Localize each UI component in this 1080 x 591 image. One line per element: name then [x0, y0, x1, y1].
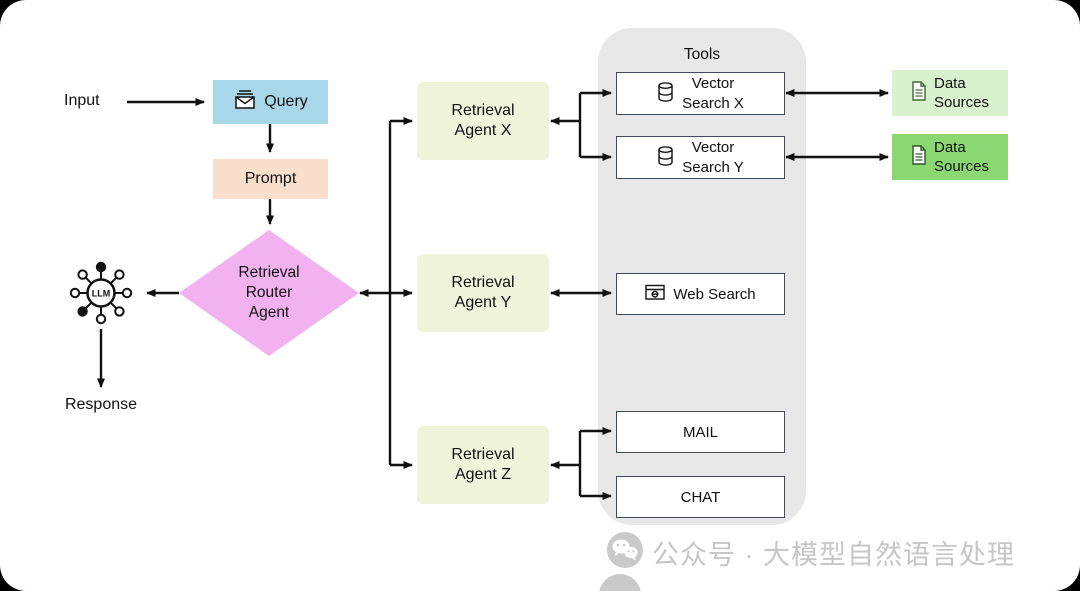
retrieval-agent-x-node: Retrieval Agent X: [417, 82, 549, 160]
data-sources-label: Data Sources: [933, 138, 990, 175]
web-search-label: Web Search: [673, 285, 756, 303]
llm-icon: LLM: [69, 261, 133, 325]
prompt-label: Prompt: [244, 170, 297, 187]
mail-label: MAIL: [682, 423, 718, 441]
email-read-icon: [233, 89, 257, 115]
query-node: Query: [213, 80, 328, 124]
response-label: Response: [64, 396, 138, 413]
chat-label: CHAT: [680, 488, 721, 506]
retrieval-agent-y-label: Retrieval Agent Y: [451, 273, 515, 311]
vector-search-y-label: Vector Search Y: [682, 139, 744, 176]
prompt-node: Prompt: [213, 159, 328, 199]
vector-search-y-node: Vector Search Y: [616, 136, 785, 179]
retrieval-agent-y-node: Retrieval Agent Y: [417, 254, 549, 332]
data-sources-node-2: Data Sources: [892, 134, 1008, 180]
web-search-node: Web Search: [616, 273, 785, 315]
chat-node: CHAT: [616, 476, 785, 518]
vector-search-x-node: Vector Search X: [616, 72, 785, 115]
vector-search-x-label: Vector Search X: [682, 75, 744, 112]
document-icon: [911, 81, 927, 105]
retrieval-router-agent-node: Retrieval Router Agent: [179, 230, 359, 356]
retrieval-agent-x-label: Retrieval Agent X: [451, 101, 515, 139]
watermark-partial-circle: [599, 574, 641, 591]
database-icon: [657, 81, 674, 106]
document-icon: [911, 145, 927, 169]
wechat-icon: [606, 531, 644, 569]
retrieval-agent-z-label: Retrieval Agent Z: [451, 445, 515, 483]
data-sources-label: Data Sources: [933, 74, 990, 111]
mail-node: MAIL: [616, 411, 785, 453]
database-icon: [657, 145, 674, 170]
tools-panel-title: Tools: [683, 46, 721, 63]
input-label: Input: [64, 92, 100, 109]
browser-window-icon: [645, 284, 666, 305]
retrieval-agent-z-node: Retrieval Agent Z: [417, 426, 549, 504]
router-label: Retrieval Router Agent: [238, 264, 300, 321]
query-label: Query: [264, 93, 308, 110]
llm-label: LLM: [92, 289, 111, 299]
watermark-text: 公众号 · 大模型自然语言处理: [652, 540, 1015, 570]
data-sources-node-1: Data Sources: [892, 70, 1008, 116]
